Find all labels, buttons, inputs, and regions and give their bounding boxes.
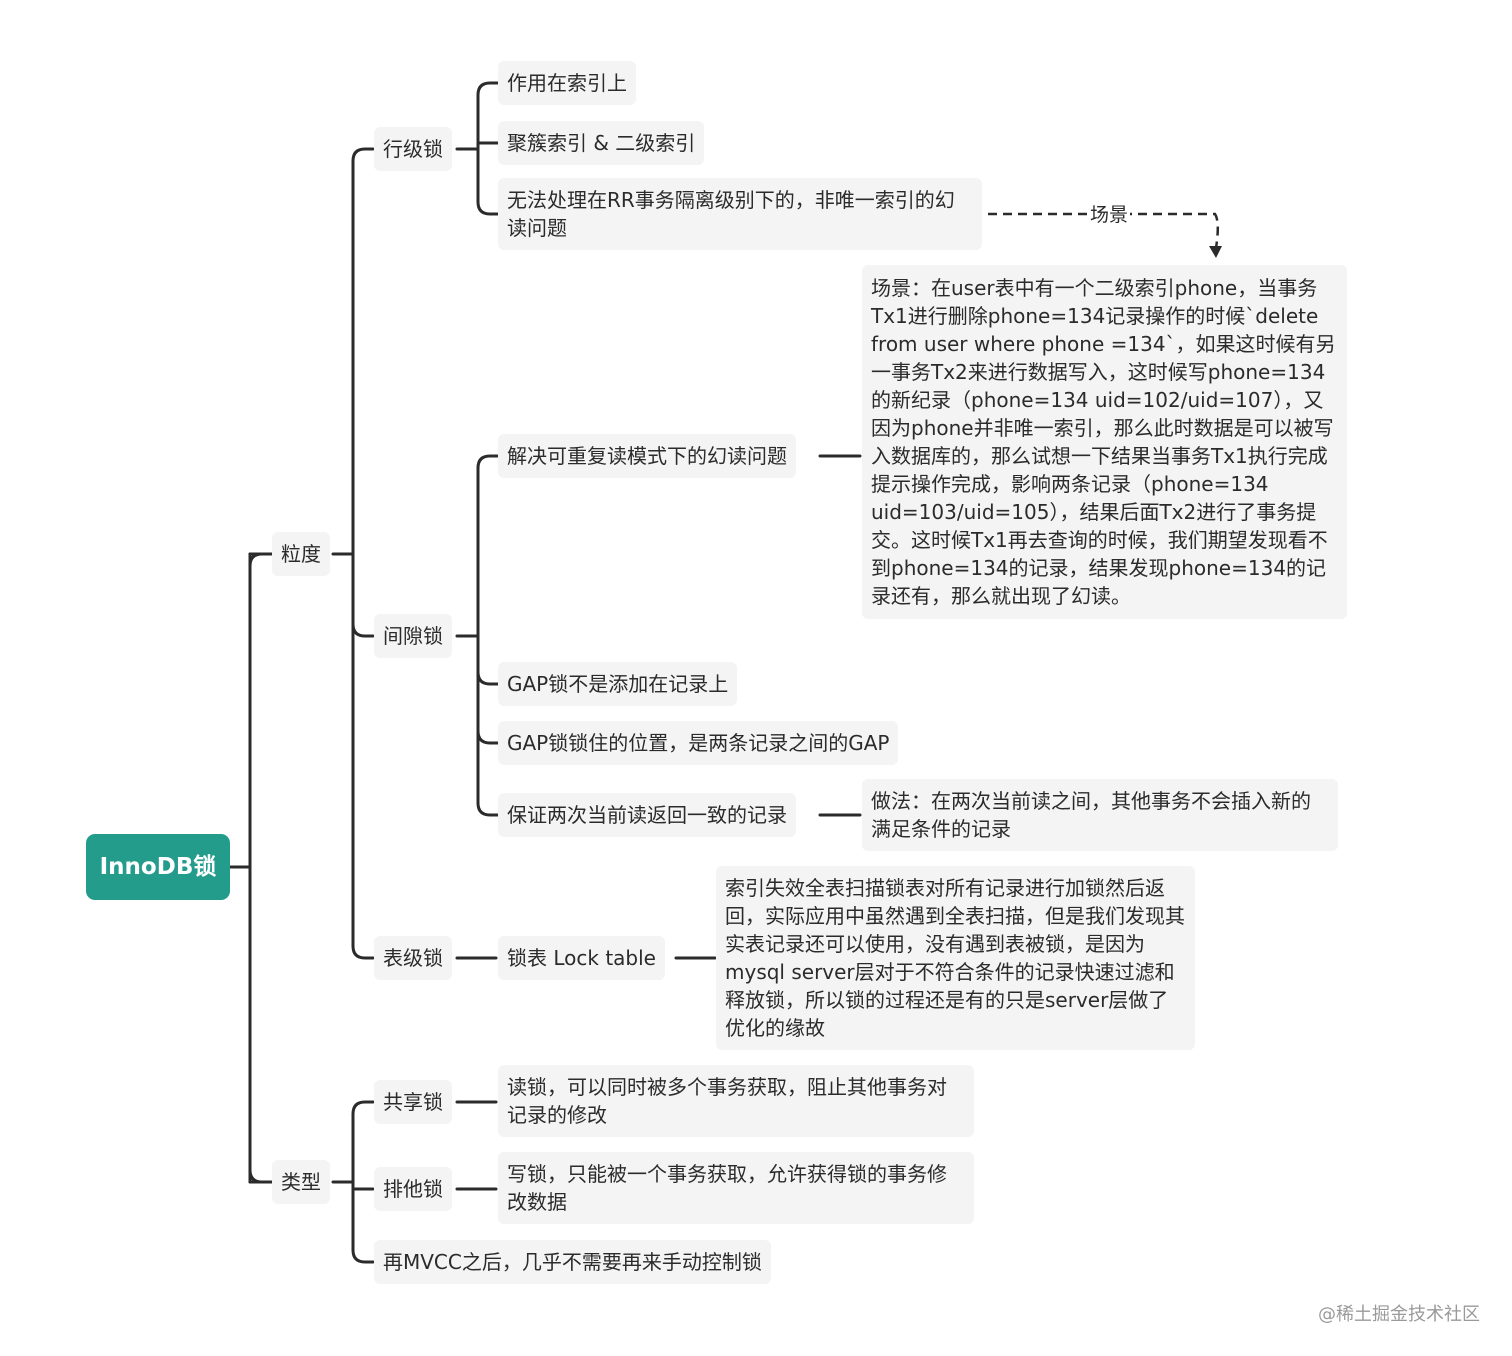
node-granularity: 粒度 [272,532,330,576]
row-lock-item-1: 作用在索引上 [498,61,636,105]
gap-lock-item-2: GAP锁不是添加在记录上 [498,662,738,706]
table-lock-note: 索引失效全表扫描锁表对所有记录进行加锁然后返回，实际应用中虽然遇到全表扫描，但是… [716,866,1195,1050]
edge-label-scenario: 场景 [1088,203,1131,227]
method-note: 做法：在两次当前读之间，其他事务不会插入新的满足条件的记录 [862,779,1338,851]
node-exclusive-lock: 排他锁 [374,1167,452,1211]
row-lock-item-3: 无法处理在RR事务隔离级别下的，非唯一索引的幻读问题 [498,178,982,250]
watermark: @稀土掘金技术社区 [1318,1304,1480,1325]
table-lock-child: 锁表 Lock table [498,936,665,980]
shared-lock-desc: 读锁，可以同时被多个事务获取，阻止其他事务对记录的修改 [498,1065,974,1137]
node-mvcc: 再MVCC之后，几乎不需要再来手动控制锁 [374,1240,771,1284]
root-node: InnoDB锁 [86,834,230,900]
exclusive-lock-desc: 写锁，只能被一个事务获取，允许获得锁的事务修改数据 [498,1152,974,1224]
node-table-lock: 表级锁 [374,936,452,980]
gap-lock-item-1: 解决可重复读模式下的幻读问题 [498,434,796,478]
node-row-lock: 行级锁 [374,127,452,171]
gap-lock-item-4: 保证两次当前读返回一致的记录 [498,793,796,837]
node-shared-lock: 共享锁 [374,1080,452,1124]
row-lock-item-2: 聚簇索引 & 二级索引 [498,121,705,165]
gap-lock-item-3: GAP锁锁住的位置，是两条记录之间的GAP [498,721,899,765]
scenario-note: 场景：在user表中有一个二级索引phone，当事务Tx1进行删除phone=1… [862,265,1347,619]
node-type: 类型 [272,1160,330,1204]
node-gap-lock: 间隙锁 [374,614,452,658]
